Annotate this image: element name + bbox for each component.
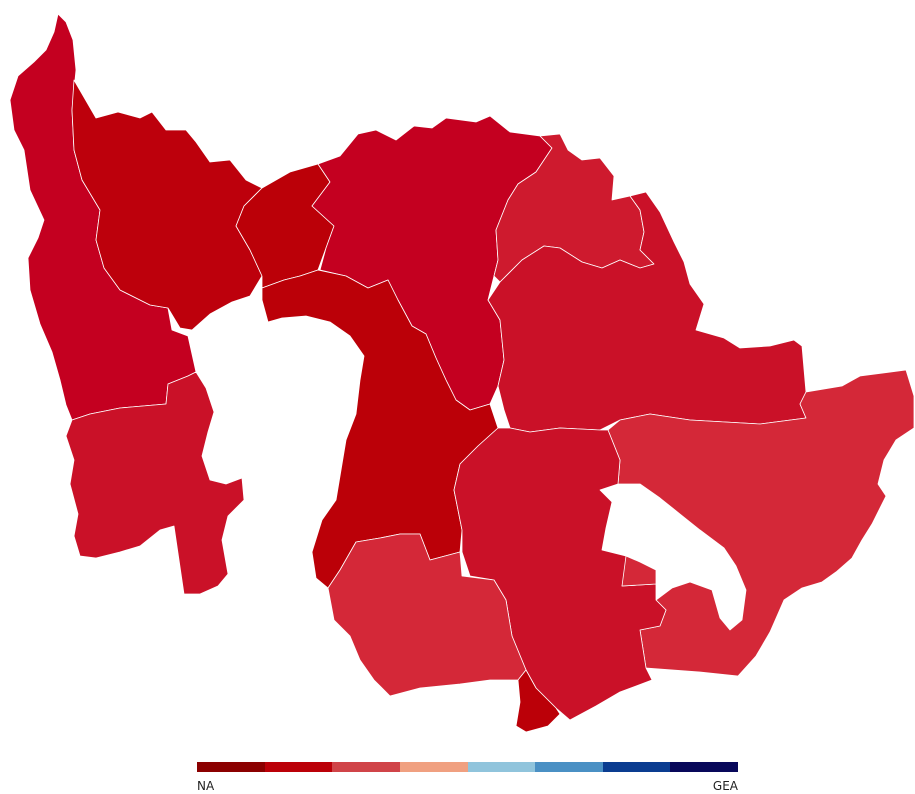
legend-swatch-7	[602, 762, 671, 772]
legend-color-bar	[197, 762, 738, 772]
legend-swatch-8	[670, 762, 738, 772]
legend-swatch-3	[332, 762, 400, 772]
region-south-tip[interactable]	[515, 669, 561, 733]
region-south-west[interactable]	[327, 533, 527, 697]
choropleth-map	[9, 13, 915, 733]
region-west-south[interactable]	[65, 371, 245, 595]
legend-swatch-2	[264, 762, 333, 772]
region-south-centre[interactable]	[453, 427, 667, 721]
legend-swatch-1	[197, 762, 265, 772]
legend-right-label: GEA	[712, 779, 738, 793]
legend-swatch-6	[535, 762, 603, 772]
region-lake-edge[interactable]	[621, 555, 657, 587]
legend-swatch-4	[399, 762, 468, 772]
legend-left-label: NA	[197, 779, 215, 793]
legend-swatch-5	[467, 762, 536, 772]
